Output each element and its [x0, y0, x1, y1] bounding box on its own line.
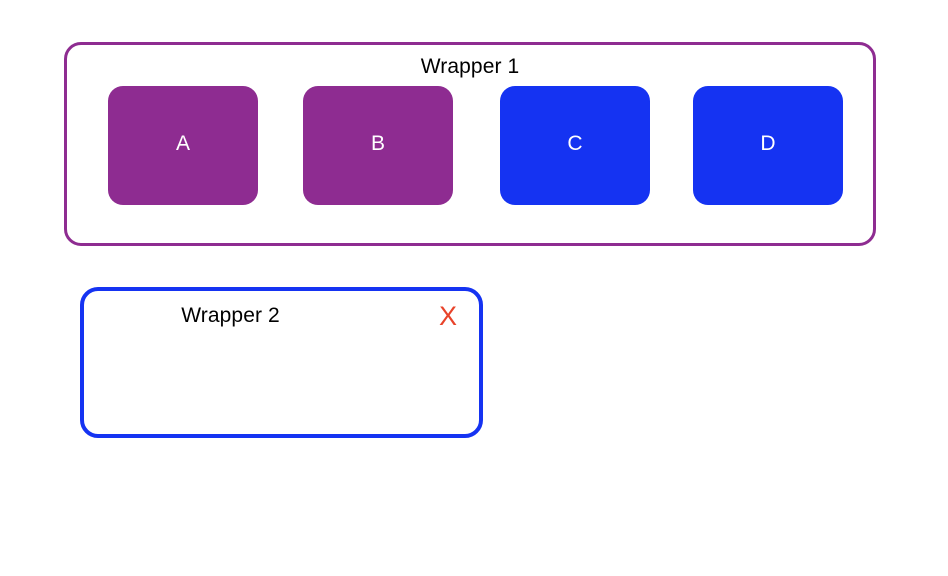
box-b-label: B: [370, 132, 385, 155]
box-d-label: D: [760, 132, 776, 155]
box-a-label: A: [175, 132, 190, 155]
box-a[interactable]: A: [108, 86, 258, 205]
wrapper-1-container: Wrapper 1 A B C D: [64, 42, 876, 246]
wrapper-2-title: Wrapper 2: [181, 304, 280, 327]
box-c-label: C: [567, 132, 583, 155]
wrapper-2-container: Wrapper 2 X: [80, 287, 483, 438]
wrapper-1-box-row: A B C D: [67, 86, 873, 206]
wrapper-2-header: Wrapper 2 X: [84, 301, 479, 331]
box-c[interactable]: C: [500, 86, 650, 205]
close-icon[interactable]: X: [438, 301, 457, 331]
box-d[interactable]: D: [693, 86, 843, 205]
wrapper-1-title: Wrapper 1: [420, 55, 520, 78]
box-b[interactable]: B: [303, 86, 453, 205]
